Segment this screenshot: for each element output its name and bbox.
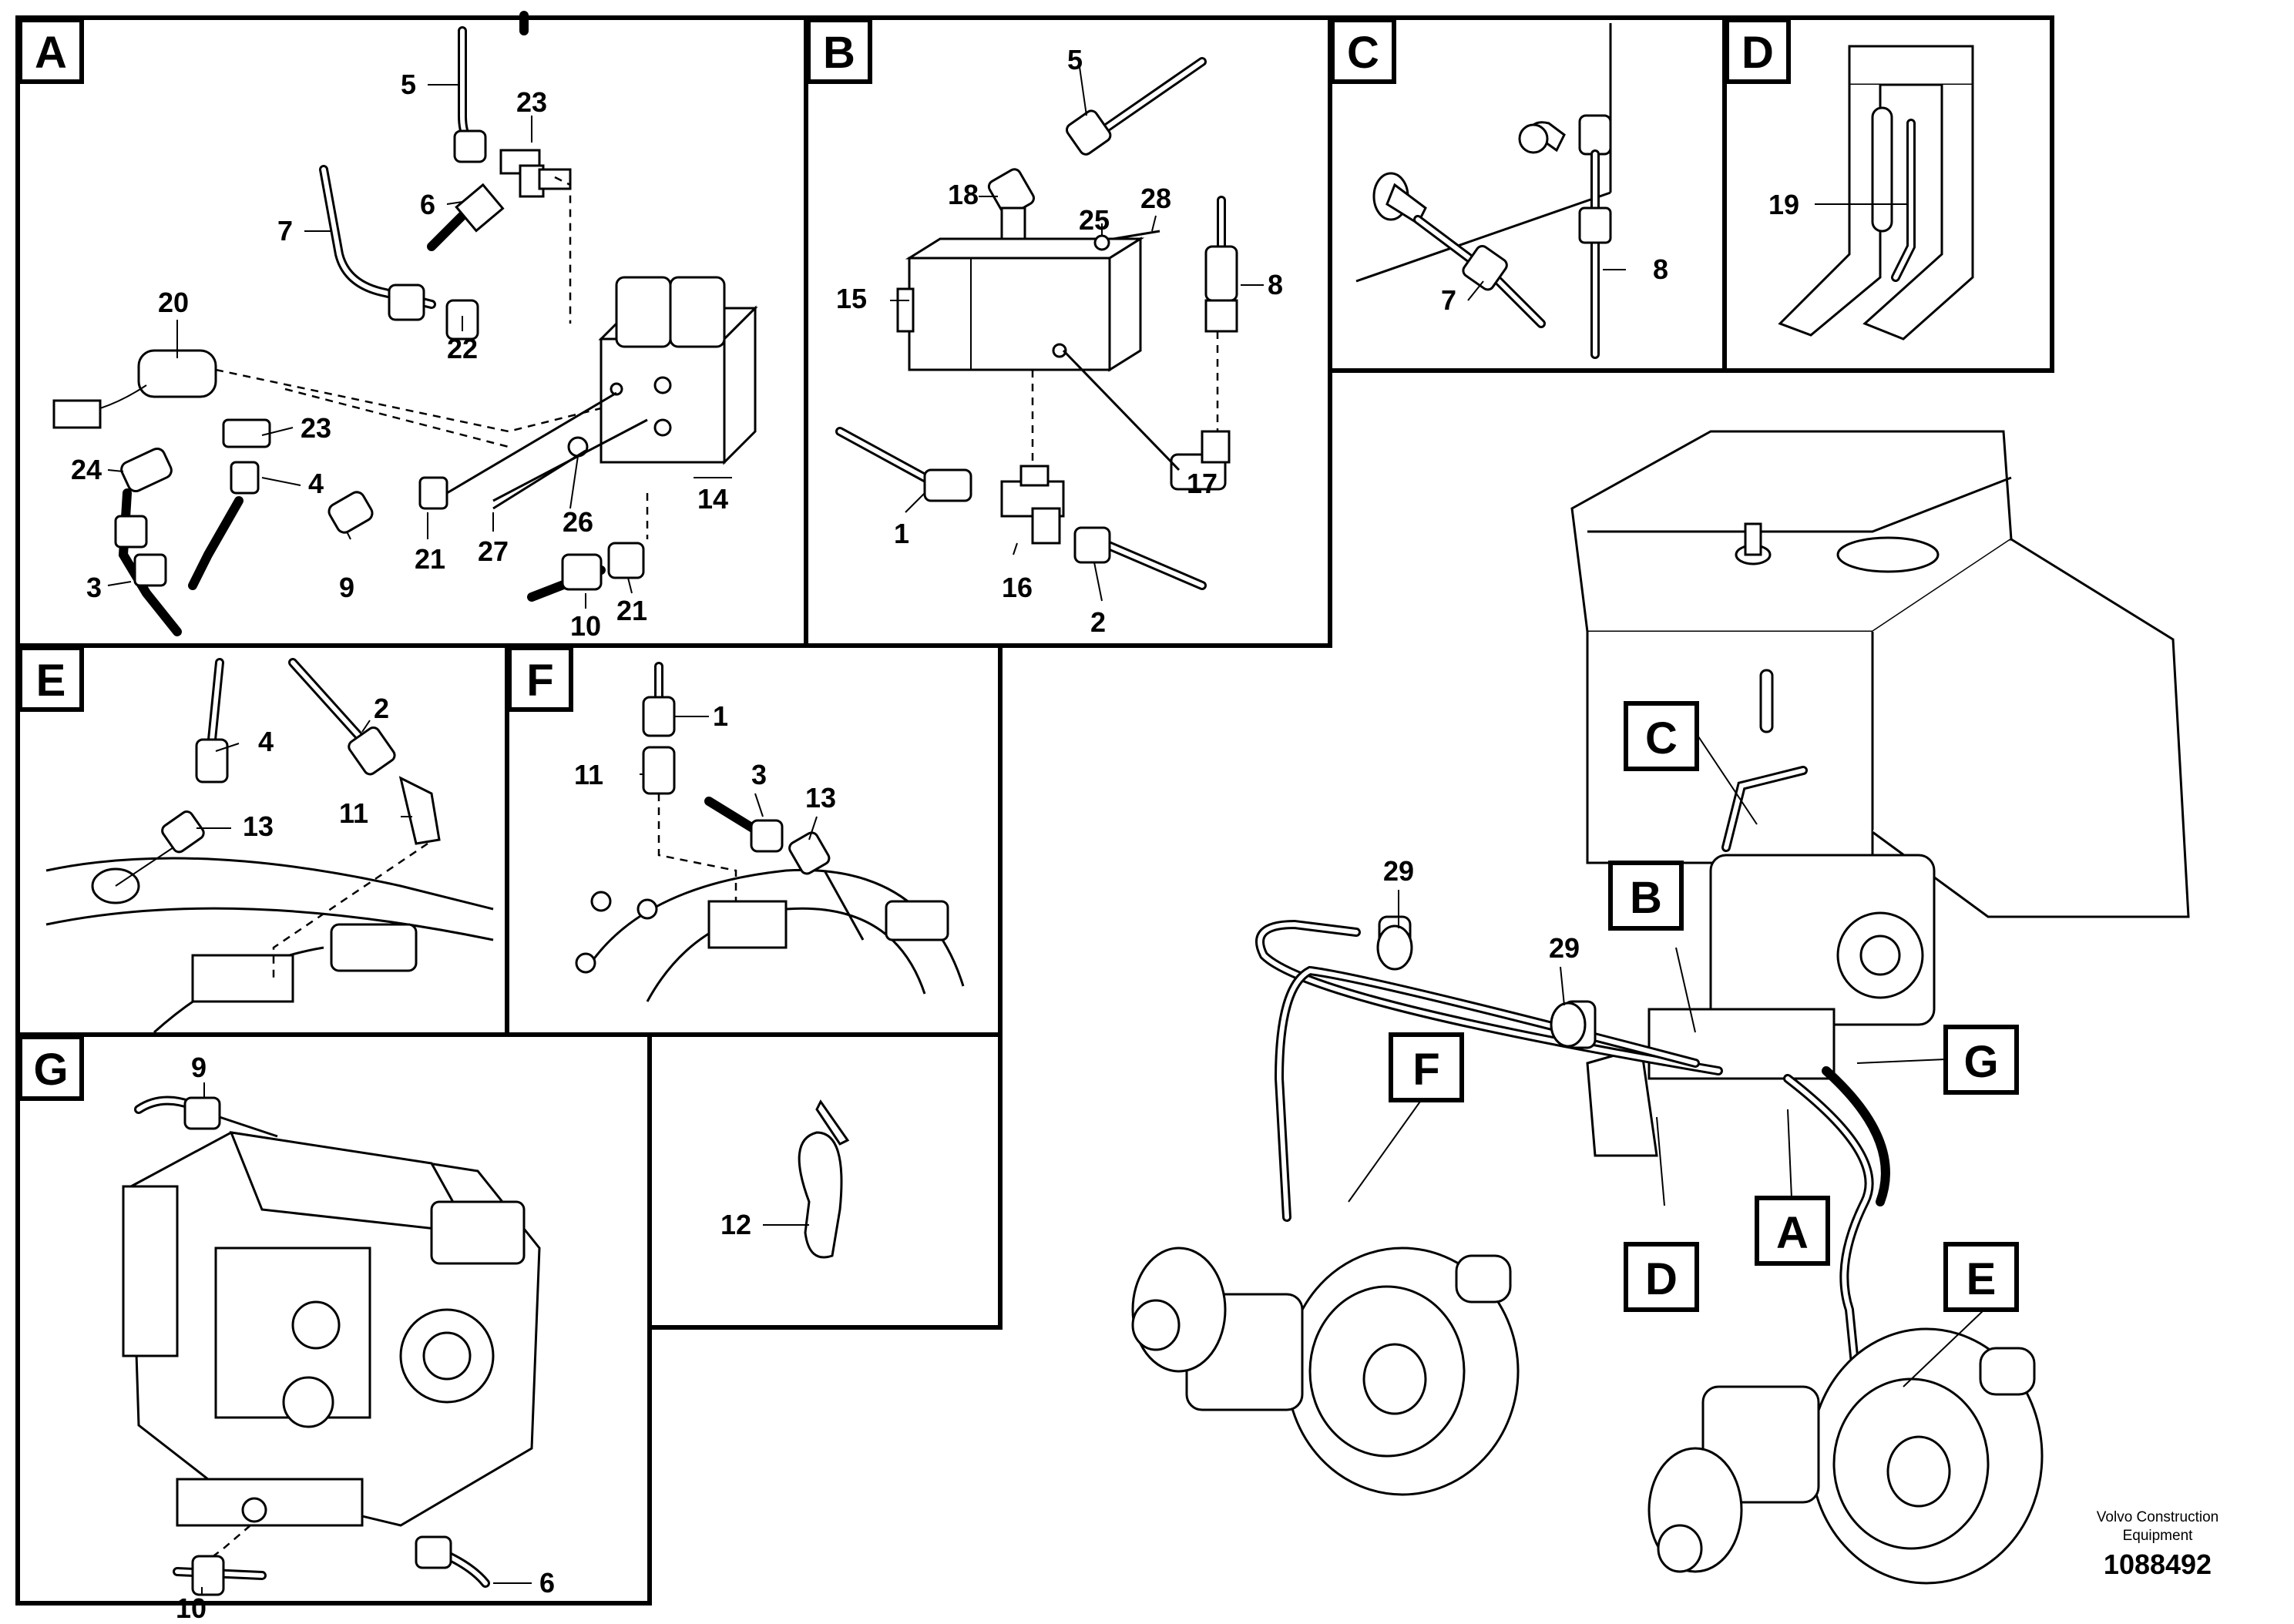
overview-callout-29a: 29 [1383, 855, 1414, 887]
callout-e-13: 13 [243, 810, 274, 842]
callout-b-15: 15 [836, 283, 867, 314]
callout-a-6: 6 [420, 189, 435, 220]
overview-label-g: G [1963, 1037, 1998, 1087]
callout-g-6: 6 [539, 1567, 555, 1599]
callout-f-1: 1 [713, 700, 728, 732]
callout-b-17: 17 [1187, 468, 1218, 499]
drawing-reference-number: 1088492 [2104, 1549, 2212, 1580]
solenoid-valve [896, 237, 1145, 372]
publisher-name-line1: Volvo Construction [2097, 1509, 2218, 1525]
panel-d-letter: D [1741, 28, 1774, 78]
panel-g-letter: G [33, 1045, 68, 1095]
callout-b-25: 25 [1079, 204, 1110, 236]
callout-b-1: 1 [894, 518, 909, 549]
callout-a-24: 24 [71, 454, 102, 485]
callout-e-2: 2 [374, 693, 389, 724]
callout-f-11: 11 [574, 759, 603, 790]
panel-c-letter: C [1347, 28, 1379, 78]
callout-a-5: 5 [401, 69, 416, 100]
overview-assembly: C B G F A D E 29 29 [1131, 430, 2190, 1585]
panel-c: C 7 8 [1328, 15, 1727, 373]
callout-b-8: 8 [1268, 269, 1283, 300]
callout-a-20: 20 [158, 287, 189, 318]
left-wheel-motor [1131, 1247, 1520, 1496]
panel-a-letter: A [35, 28, 67, 78]
overview-label-e: E [1967, 1254, 1997, 1304]
panel-e-letter: E [36, 656, 66, 706]
right-wheel-motor [1647, 1327, 2044, 1585]
panel-f: F 1 11 3 13 [505, 643, 1003, 1037]
panel-b: B [804, 15, 1332, 648]
callout-a-7: 7 [277, 215, 293, 247]
callout-a-3: 3 [86, 572, 102, 603]
callout-tie-12: 12 [720, 1209, 751, 1240]
callout-a-14: 14 [697, 483, 728, 515]
callout-b-2: 2 [1090, 606, 1106, 638]
overview-label-d: D [1645, 1254, 1678, 1304]
callout-f-13: 13 [805, 782, 836, 814]
callout-b-18: 18 [948, 179, 979, 210]
callout-a-21: 21 [415, 543, 445, 575]
callout-e-4: 4 [258, 726, 274, 757]
publisher-name-line2: Equipment [2123, 1528, 2194, 1544]
panel-cable-tie: 12 [647, 1032, 1003, 1330]
callout-a-10: 10 [570, 610, 601, 642]
callout-g-10: 10 [176, 1592, 207, 1620]
overview-label-f: F [1412, 1045, 1439, 1095]
valve-block [598, 276, 758, 465]
callout-c-8: 8 [1653, 253, 1668, 285]
callout-a-26: 26 [563, 506, 593, 538]
callout-b-28: 28 [1140, 183, 1171, 214]
panel-d: D 19 [1722, 15, 2054, 373]
callout-a-9: 9 [339, 572, 354, 603]
overview-label-b: B [1630, 873, 1662, 923]
panel-f-letter: F [526, 656, 553, 706]
callout-c-7: 7 [1441, 284, 1456, 316]
panel-g: G 9 10 6 [15, 1032, 652, 1624]
callout-a-22: 22 [447, 333, 478, 364]
callout-g-9: 9 [191, 1052, 207, 1083]
callout-b-5: 5 [1067, 44, 1083, 75]
overview-label-c: C [1645, 713, 1678, 763]
panel-b-letter: B [823, 28, 855, 78]
callout-a-21b: 21 [616, 595, 647, 626]
callout-f-3: 3 [751, 759, 767, 790]
callout-d-19: 19 [1768, 189, 1799, 220]
hydraulic-pump [122, 1131, 541, 1527]
callout-e-11: 11 [339, 797, 368, 829]
callout-a-4: 4 [308, 468, 324, 499]
callout-a-23b: 23 [301, 412, 331, 444]
panel-a: A [15, 11, 808, 648]
callout-a-23: 23 [516, 86, 547, 118]
panel-e: E 4 2 13 11 [15, 643, 509, 1037]
overview-callout-29b: 29 [1549, 932, 1580, 964]
publisher-block: Volvo Construction Equipment 1088492 [2097, 1509, 2218, 1580]
callout-b-16: 16 [1002, 572, 1033, 603]
callout-a-27: 27 [478, 535, 509, 567]
overview-label-a: A [1776, 1208, 1809, 1258]
